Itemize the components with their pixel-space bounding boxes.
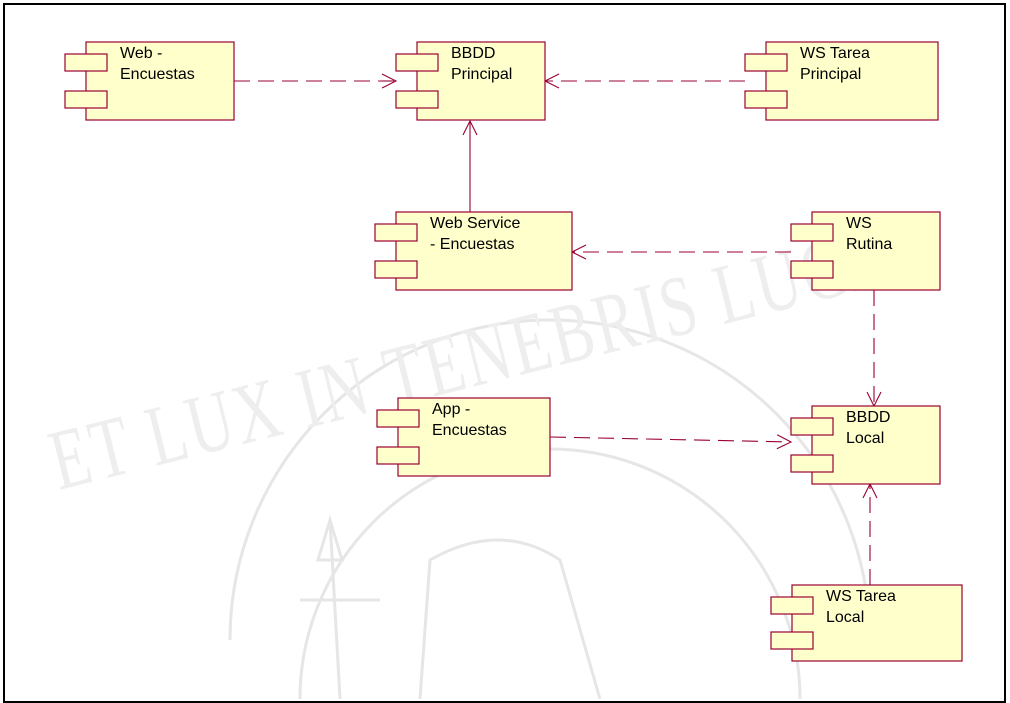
component-body	[397, 397, 551, 477]
component-label-line: Rutina	[846, 236, 892, 253]
component-port-tab	[770, 631, 814, 650]
component-label: Web - Encuestas	[120, 45, 195, 83]
component-label: Web Service - Encuestas	[430, 215, 521, 253]
component-app-encuestas[interactable]: App - Encuestas	[376, 397, 551, 477]
arrowhead	[776, 434, 793, 450]
component-label: WS Rutina	[846, 215, 892, 253]
component-body	[85, 41, 235, 121]
component-label-line: App -	[432, 401, 470, 418]
component-port-tab	[744, 90, 788, 109]
component-label-line: Principal	[451, 66, 512, 83]
component-port-tab	[374, 260, 418, 279]
component-label-line: BBDD	[451, 45, 495, 62]
component-label-line: Principal	[800, 66, 861, 83]
connector-ws_tarea_local-to-bbdd_local	[862, 482, 878, 585]
component-port-tab	[376, 446, 420, 465]
component-label-line: WS Tarea	[800, 45, 870, 62]
component-port-tab	[64, 53, 108, 72]
component-label-line: Encuestas	[432, 422, 507, 439]
connectors	[234, 73, 882, 585]
component-label: BBDD Local	[846, 409, 890, 447]
component-label: BBDD Principal	[451, 45, 512, 83]
component-body	[395, 211, 573, 291]
component-label-line: - Encuestas	[430, 236, 514, 253]
component-port-tab	[790, 454, 834, 473]
connector-line	[549, 436, 792, 443]
component-label-line: Web -	[120, 45, 162, 62]
component-bbdd-principal[interactable]: BBDD Principal	[395, 41, 546, 121]
arrowhead	[462, 119, 478, 136]
component-label-line: Local	[826, 609, 864, 626]
component-label-line: WS Tarea	[826, 588, 896, 605]
component-port-tab	[64, 90, 108, 109]
component-port-tab	[790, 223, 834, 242]
component-port-tab	[395, 90, 439, 109]
component-label-line: WS	[846, 215, 872, 232]
connector-web_encuestas-to-bbdd_principal	[234, 73, 398, 89]
component-label: App - Encuestas	[432, 401, 507, 439]
component-label-line: Web Service	[430, 215, 521, 232]
component-port-tab	[790, 417, 834, 436]
component-port-tab	[395, 53, 439, 72]
component-web-service-encuestas[interactable]: Web Service - Encuestas	[374, 211, 573, 291]
component-web-encuestas[interactable]: Web - Encuestas	[64, 41, 235, 121]
component-bbdd-local[interactable]: BBDD Local	[790, 405, 941, 485]
connector-ws_tarea_principal-to-bbdd_principal	[543, 73, 745, 89]
connector-web_service_encuestas-to-bbdd_principal	[462, 119, 478, 212]
component-port-tab	[770, 596, 814, 615]
arrowhead	[381, 73, 398, 89]
component-port-tab	[374, 223, 418, 242]
component-label-line: BBDD	[846, 409, 890, 426]
component-port-tab	[744, 53, 788, 72]
component-body	[765, 41, 939, 121]
component-body	[791, 584, 963, 662]
component-port-tab	[376, 409, 420, 428]
component-ws-rutina[interactable]: WS Rutina	[790, 211, 941, 291]
component-label-line: Encuestas	[120, 66, 195, 83]
connector-app_encuestas-to-bbdd_local	[549, 434, 793, 450]
component-port-tab	[790, 260, 834, 279]
component-label-line: Local	[846, 430, 884, 447]
